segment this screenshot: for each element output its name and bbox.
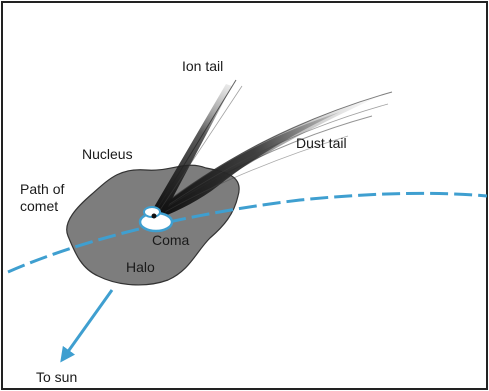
path-label-line2: comet — [20, 198, 64, 215]
nucleus-label: Nucleus — [82, 146, 133, 163]
path-label-line1: Path of — [20, 181, 64, 198]
to-sun-arrow — [62, 290, 112, 360]
nucleus-point — [152, 214, 157, 219]
to-sun-label: To sun — [36, 369, 77, 386]
halo-label: Halo — [126, 259, 155, 276]
ion-tail-label: Ion tail — [182, 58, 223, 75]
path-of-comet-label: Path of comet — [20, 181, 64, 215]
coma-label: Coma — [152, 232, 189, 249]
dust-tail-label: Dust tail — [296, 135, 347, 152]
